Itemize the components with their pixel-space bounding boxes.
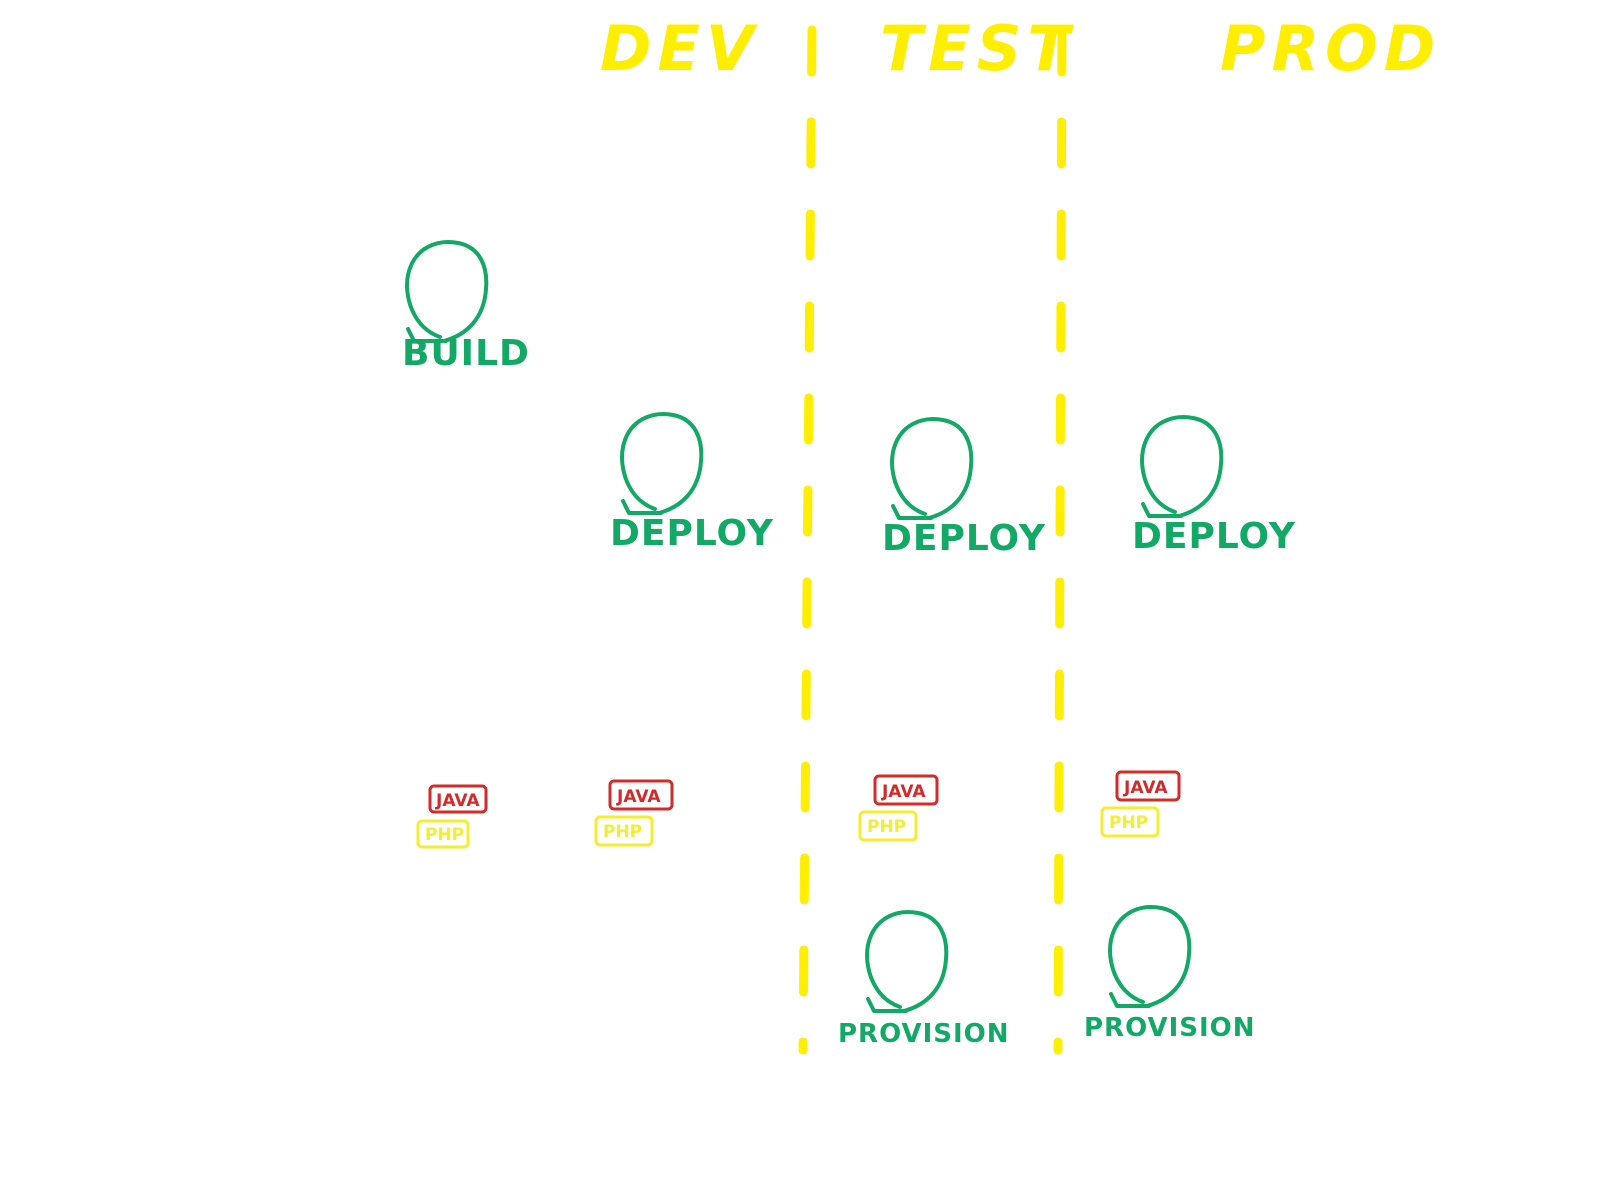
- build-label: BUILD: [402, 333, 530, 374]
- deploy-label-dev: DEPLOY: [610, 513, 774, 554]
- java-tag: [428, 784, 488, 814]
- env-header-dev: DEV: [600, 12, 760, 85]
- tag-group-dev: JAVA PHP: [594, 779, 674, 847]
- cycle-arrow-icon: [1108, 905, 1192, 1008]
- build-cycle: BUILD: [402, 240, 530, 374]
- provision-cycle-test: PROVISION: [838, 910, 1010, 1049]
- env-header-prod: PROD: [1220, 12, 1441, 85]
- provision-label-prod: PROVISION: [1084, 1013, 1256, 1043]
- php-tag: [594, 815, 654, 847]
- separator-test-prod: [1053, 25, 1067, 1055]
- php-tag-label: PHP: [1109, 813, 1148, 833]
- java-tag: [1115, 770, 1181, 802]
- separator-dev-test: [798, 25, 817, 1055]
- tag-group-build: JAVA PHP: [416, 784, 488, 849]
- php-tag-label: PHP: [425, 825, 464, 845]
- php-tag: [1100, 806, 1160, 838]
- java-tag-label: JAVA: [881, 782, 926, 802]
- java-tag: [873, 774, 939, 806]
- tag-group-test: JAVA PHP: [858, 774, 939, 842]
- java-tag-label: JAVA: [616, 787, 661, 807]
- deploy-cycle-dev: DEPLOY: [610, 412, 774, 554]
- deploy-cycle-test: DEPLOY: [882, 417, 1046, 559]
- provision-label-test: PROVISION: [838, 1019, 1010, 1049]
- cycle-arrow-icon: [620, 412, 704, 515]
- tag-group-prod: JAVA PHP: [1100, 770, 1181, 838]
- php-tag: [858, 810, 918, 842]
- java-tag-label: JAVA: [435, 791, 480, 811]
- php-tag-label: PHP: [603, 822, 642, 842]
- deploy-cycle-prod: DEPLOY: [1132, 415, 1296, 557]
- java-tag-label: JAVA: [1123, 778, 1168, 798]
- cycle-arrow-icon: [1140, 415, 1224, 518]
- provision-cycle-prod: PROVISION: [1084, 905, 1256, 1043]
- cycle-arrow-icon: [890, 417, 974, 520]
- deploy-label-test: DEPLOY: [882, 518, 1046, 559]
- cycle-arrow-icon: [865, 910, 949, 1013]
- java-tag: [608, 779, 674, 811]
- php-tag-label: PHP: [867, 817, 906, 837]
- cycle-arrow-icon: [405, 240, 489, 343]
- deploy-label-prod: DEPLOY: [1132, 516, 1296, 557]
- php-tag: [416, 819, 470, 849]
- env-header-test: TEST: [880, 12, 1076, 85]
